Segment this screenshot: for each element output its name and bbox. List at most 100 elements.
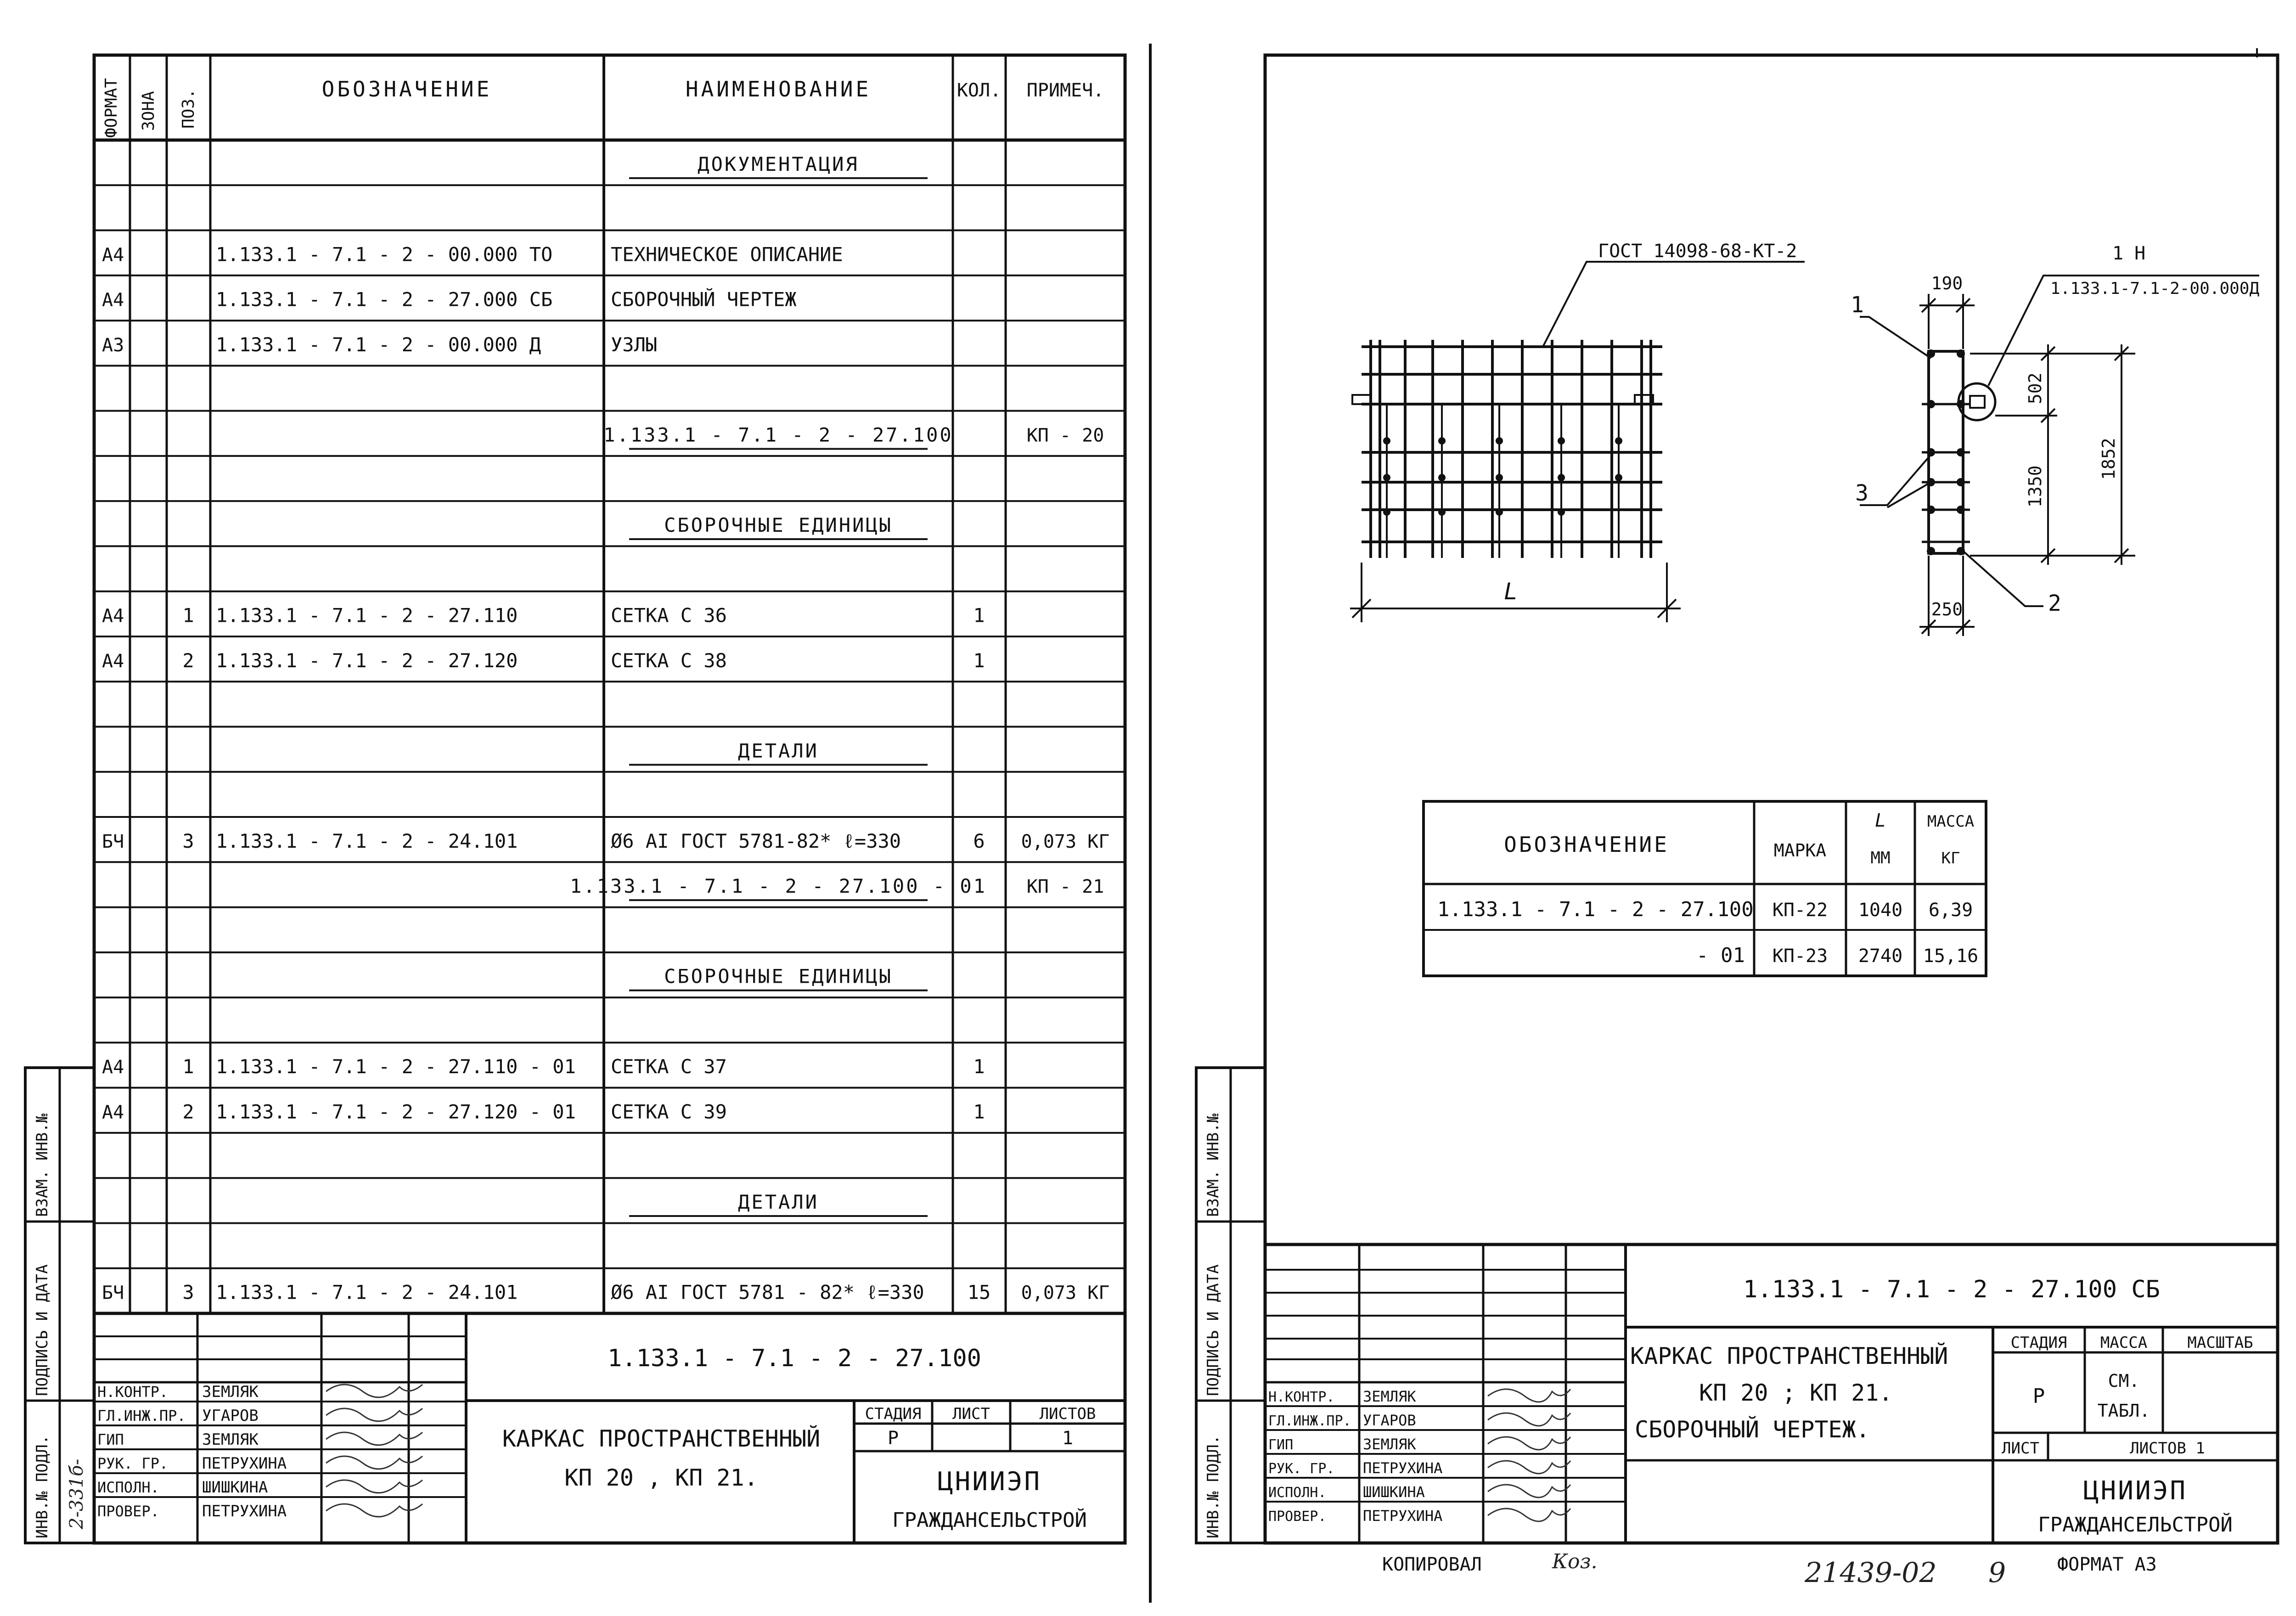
- signer-name: ПЕТРУХИНА: [1363, 1459, 1442, 1477]
- stamp-sign-label: ПОДПИСЬ И ДАТА: [33, 1264, 51, 1396]
- row-designation: 1.133.1 - 7.1 - 2 - 27.120 - 01: [216, 1100, 576, 1123]
- header-pos: ПОЗ.: [179, 89, 198, 129]
- signature-scribble: [326, 1408, 423, 1422]
- row-section-title: ДЕТАЛИ: [738, 739, 819, 762]
- row-section-title: 1.133.1 - 7.1 - 2 - 27.100 - 01: [570, 875, 987, 897]
- signature-row: Н.КОНТР.ЗЕМЛЯК: [94, 1383, 466, 1402]
- row-format: А4: [102, 606, 124, 627]
- row-pos: 2: [182, 649, 194, 672]
- row-name: СЕТКА С 37: [611, 1055, 727, 1078]
- right-org2: ГРАЖДАНСЕЛЬСТРОЙ: [2038, 1512, 2233, 1537]
- callout-2: 2: [2048, 591, 2061, 616]
- signer-role: ГЛ.ИНЖ.ПР.: [97, 1407, 186, 1425]
- row-name: Ø6 АI ГОСТ 5781-82* ℓ=330: [611, 830, 901, 852]
- row-format: А4: [102, 290, 124, 311]
- left-side-stamp: ИНВ.№ ПОДЛ. ПОДПИСЬ И ДАТА ВЗАМ. ИНВ.№ 2…: [24, 1066, 96, 1544]
- row-note: КП - 21: [1027, 876, 1104, 897]
- marks-designation: - 01: [1696, 944, 1745, 967]
- signer-name: ПЕТРУХИНА: [1363, 1507, 1442, 1525]
- right-mass-line1: СМ.: [2108, 1371, 2140, 1391]
- spec-header: ФОРМАТ ЗОНА ПОЗ. ОБОЗНАЧЕНИЕ НАИМЕНОВАНИ…: [102, 77, 1104, 138]
- header-qty: КОЛ.: [957, 80, 1001, 101]
- right-frame: [1263, 53, 2279, 1545]
- row-pos: 1: [182, 1055, 194, 1078]
- marks-table: ОБОЗНАЧЕНИЕ МАРКА L ММ МАССА КГ 1.133.1 …: [1422, 800, 1987, 977]
- row-designation: 1.133.1 - 7.1 - 2 - 27.110 - 01: [216, 1055, 576, 1078]
- tbl-h-mass-unit: КГ: [1941, 849, 1960, 867]
- right-stage-label: СТАДИЯ: [2011, 1334, 2067, 1352]
- signer-name: ПЕТРУХИНА: [202, 1502, 287, 1520]
- spec-row: ДЕТАЛИ: [629, 1191, 928, 1217]
- signer-role: ГИП: [1268, 1437, 1293, 1453]
- right-sheets-label: ЛИСТОВ 1: [2130, 1439, 2205, 1458]
- signer-role: ПРОВЕР.: [97, 1503, 159, 1520]
- row-section-title: ДЕТАЛИ: [738, 1191, 819, 1213]
- signature-scribble: [326, 1431, 423, 1446]
- row-qty: 15: [968, 1281, 991, 1304]
- row-section-title: ДОКУМЕНТАЦИЯ: [698, 153, 859, 175]
- signature-scribble: [1487, 1484, 1571, 1498]
- marks-mark: КП-22: [1773, 900, 1828, 921]
- marks-mass: 6,39: [1929, 900, 1973, 921]
- cage-horizontal-bars: [1362, 345, 1662, 543]
- left-sheet-label: ЛИСТ: [952, 1405, 990, 1423]
- cage-vertical-bars: [1369, 340, 1652, 558]
- row-designation: 1.133.1 - 7.1 - 2 - 27.110: [216, 604, 518, 627]
- row-qty: 1: [973, 604, 985, 627]
- header-format: ФОРМАТ: [102, 78, 121, 138]
- footer-copied: КОПИРОВАЛ: [1382, 1554, 1482, 1575]
- right-mass-label: МАССА: [2100, 1334, 2147, 1352]
- signer-name: ШИШКИНА: [202, 1478, 268, 1497]
- row-qty: 6: [973, 830, 985, 852]
- left-sheets: 1: [1062, 1428, 1073, 1449]
- left-code: 1.133.1 - 7.1 - 2 - 27.100: [608, 1345, 981, 1372]
- signer-role: ГЛ.ИНЖ.ПР.: [1268, 1413, 1351, 1429]
- row-name: СЕТКА С 38: [611, 649, 727, 672]
- row-note: 0,073 КГ: [1021, 1283, 1110, 1304]
- signer-role: ИСПОЛН.: [97, 1479, 159, 1496]
- tbl-h-l-unit: ММ: [1870, 849, 1890, 867]
- spec-column-lines: [129, 55, 1007, 1313]
- signature-row: ГЛ.ИНЖ.ПР. УГАРОВ: [94, 1407, 466, 1426]
- signature-row: РУК. ГР. ПЕТРУХИНА: [94, 1454, 466, 1474]
- signer-name: ЗЕМЛЯК: [1363, 1436, 1416, 1453]
- left-stage: Р: [888, 1428, 899, 1449]
- stamp-replace-label: ВЗАМ. ИНВ.№: [33, 1113, 51, 1217]
- signer-name: ПЕТРУХИНА: [202, 1454, 287, 1473]
- row-format: А4: [102, 1057, 124, 1078]
- signer-role: РУК. ГР.: [97, 1455, 168, 1472]
- signer-name: УГАРОВ: [1363, 1412, 1416, 1429]
- row-format: А3: [102, 335, 124, 356]
- node-circle: [1957, 382, 1997, 422]
- signer-name: ЗЕМЛЯК: [202, 1430, 259, 1449]
- tbl-h-mark: МАРКА: [1774, 840, 1827, 861]
- row-name: УЗЛЫ: [611, 333, 657, 356]
- signature-scribble: [1487, 1508, 1571, 1522]
- signer-name: УГАРОВ: [202, 1407, 259, 1425]
- signer-role: ИСПОЛН.: [1268, 1485, 1326, 1501]
- dim-250: 250: [1931, 599, 1963, 619]
- row-designation: 1.133.1 - 7.1 - 2 - 24.101: [216, 1281, 518, 1304]
- signature-row: РУК. ГР.ПЕТРУХИНА: [1265, 1459, 1626, 1479]
- gost-label: ГОСТ 14098-68-КТ-2: [1598, 241, 1797, 262]
- r-stamp-sign-label: ПОДПИСЬ И ДАТА: [1204, 1264, 1222, 1396]
- right-org1: ЦНИИЭП: [2083, 1476, 2187, 1506]
- dim-1852: 1852: [2099, 438, 2119, 480]
- spec-row: СБОРОЧНЫЕ ЕДИНИЦЫ: [629, 514, 928, 540]
- node-ref: 1.133.1-7.1-2-00.000Д: [2050, 279, 2259, 298]
- row-qty: 1: [973, 1055, 985, 1078]
- header-note: ПРИМЕЧ.: [1027, 80, 1104, 101]
